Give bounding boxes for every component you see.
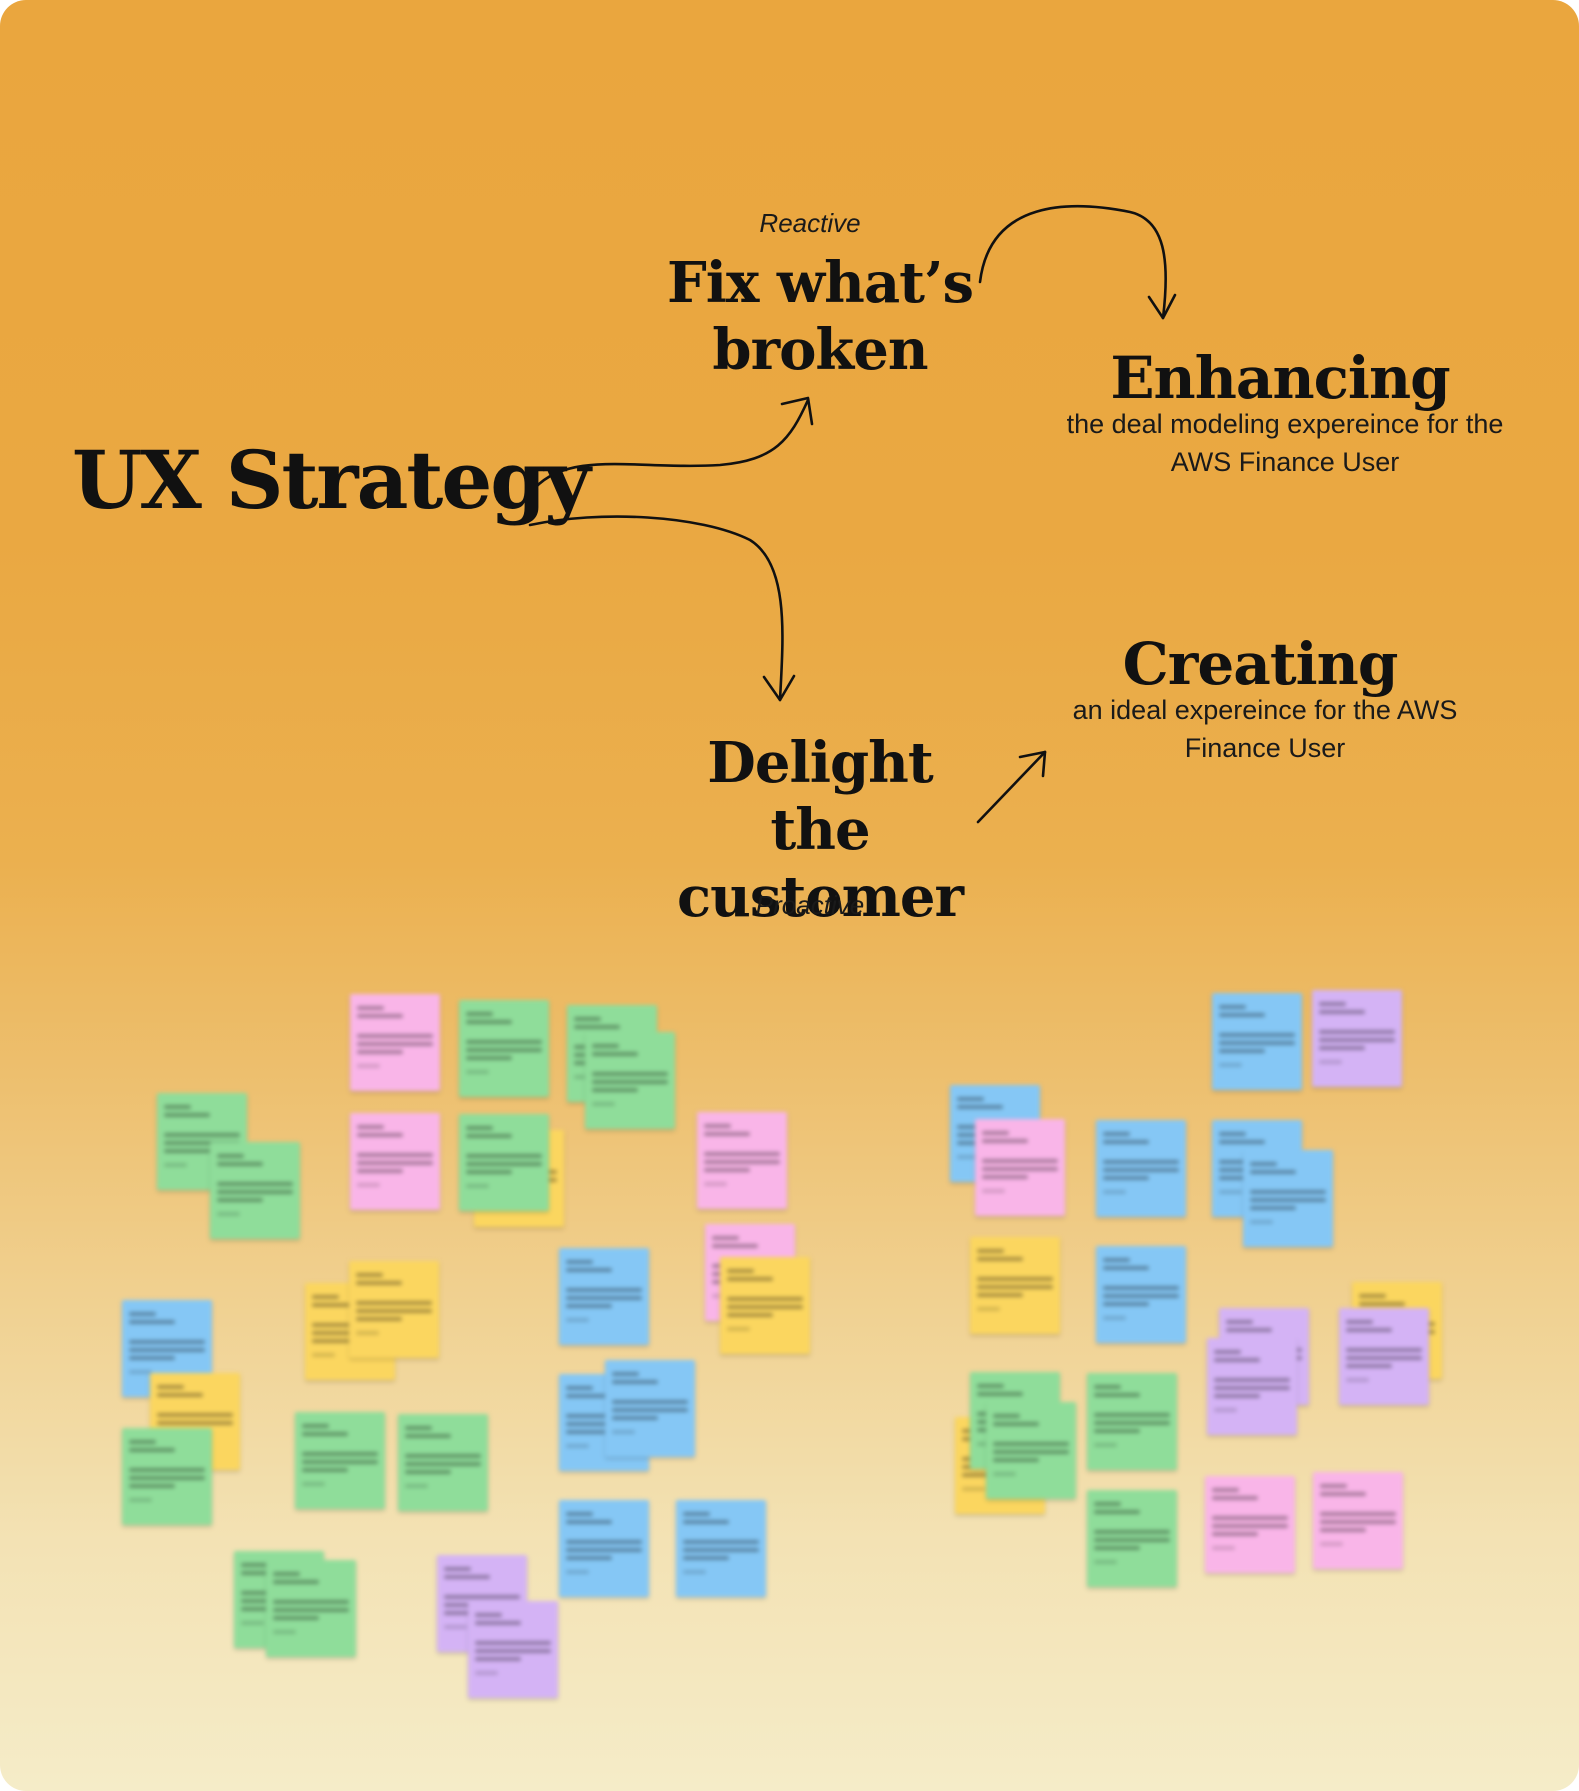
sticky-note [398,1414,488,1511]
fix-broken-heading: Fix what’s broken [660,250,980,384]
sticky-note [975,1119,1065,1216]
delight-customer-heading-line2: customer [677,864,964,931]
sticky-note [350,1113,440,1210]
enhancing-heading: Enhancing [1110,344,1450,412]
sticky-note [1243,1150,1333,1247]
sticky-note [720,1257,810,1354]
arrow-title-to-fix [533,398,810,490]
sticky-note [1087,1373,1177,1470]
sticky-note [459,1000,549,1097]
sticky-note [295,1412,385,1509]
fix-broken-heading-line1: Fix what’s [666,250,974,316]
sticky-note [157,1093,247,1190]
sticky-note [1313,1472,1403,1569]
sticky-note [350,994,440,1091]
reactive-label: Reactive [759,208,861,238]
sticky-note [1205,1476,1295,1573]
creating-description: an ideal expereince for the AWS Finance … [1020,692,1510,768]
sticky-note [1096,1246,1186,1343]
enhancing-description: the deal modeling expereince for the AWS… [1010,406,1560,482]
sticky-note [1087,1490,1177,1587]
sticky-note [1339,1308,1429,1405]
arrow-delight-head [762,674,796,702]
delight-customer-heading: Delight the customer [650,730,990,932]
creating-description-line1: an ideal expereince for the AWS [1072,695,1458,725]
sticky-note [585,1032,675,1129]
sticky-note [1207,1338,1297,1435]
sticky-note [986,1402,1076,1499]
sticky-note [970,1237,1060,1334]
sticky-note [266,1560,356,1657]
arrow-delight-to-creating [976,750,1047,824]
page-title: UX Strategy [72,433,591,527]
sticky-note [349,1261,439,1358]
sticky-note [605,1360,695,1457]
sticky-note [1096,1120,1186,1217]
arrow-fix-to-enhancing [978,204,1168,320]
sticky-note [559,1500,649,1597]
fix-broken-heading-line2: broken [712,317,928,384]
sticky-note [210,1142,300,1239]
sticky-note [676,1500,766,1597]
creating-description-line2: Finance User [1184,732,1346,763]
arrow-creating-head [1018,750,1047,778]
sticky-note [459,1114,549,1211]
sticky-note [122,1428,212,1525]
sticky-note [697,1112,787,1209]
arrow-enhancing-head [1147,293,1177,320]
arrow-title-to-delight [528,515,784,702]
sticky-note [1312,990,1402,1087]
sticky-note [1212,993,1302,1090]
creating-heading: Creating [1122,630,1399,698]
sticky-note [468,1601,558,1698]
sticky-note [559,1248,649,1345]
arrow-fix-head [780,396,814,426]
enhancing-description-line2: AWS Finance User [1170,446,1400,477]
proactive-label: Proactive [755,890,865,920]
delight-customer-heading-line1: Delight the [707,730,933,864]
enhancing-description-line1: the deal modeling expereince for the [1066,409,1504,439]
